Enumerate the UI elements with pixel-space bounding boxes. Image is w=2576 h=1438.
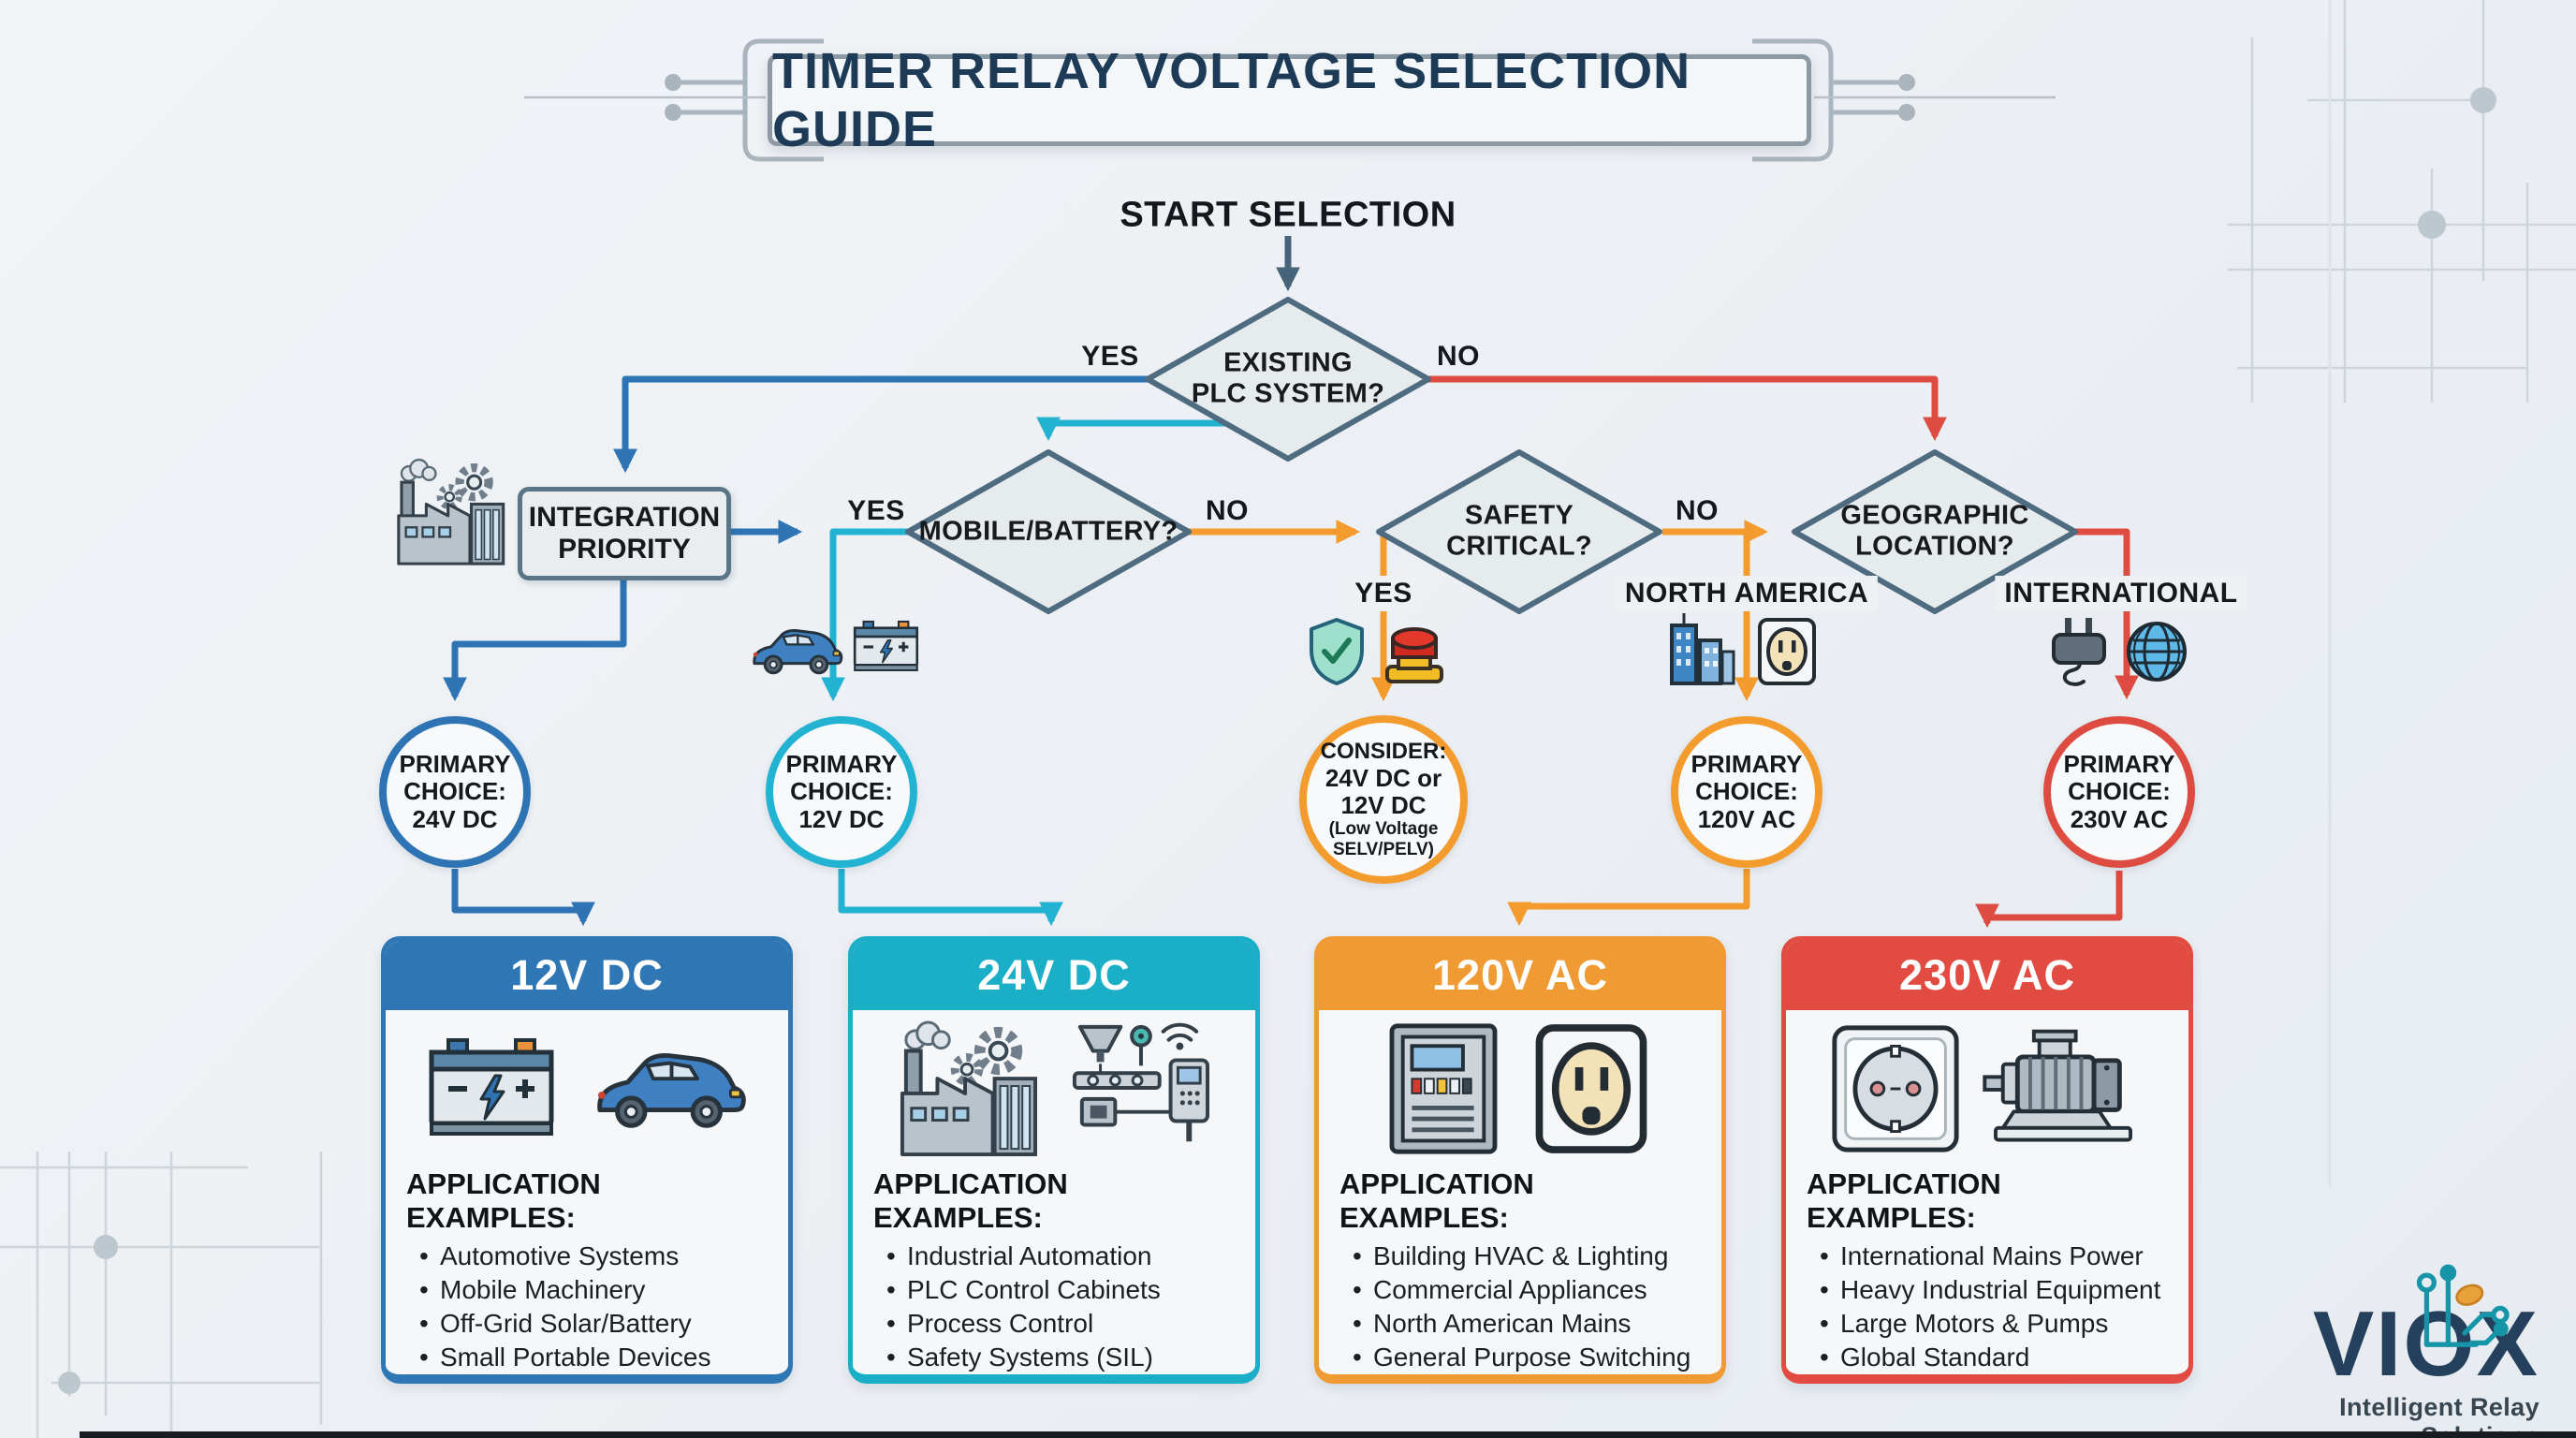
card-24vdc: 24V DC APPLICATION EXAMPLES: Industrial … [848,936,1260,1384]
card-230vac: 230V AC APPLICATION EXAMPLES: Internatio… [1781,936,2193,1384]
list-item: Off-Grid Solar/Battery [406,1308,768,1340]
diamond-mobile-battery [905,449,1192,614]
list-item: Safety Systems (SIL) [873,1342,1235,1373]
plc-yes-label: YES [1081,341,1139,372]
list-item: Large Motors & Pumps [1807,1308,2168,1340]
card-120vac-header: 120V AC [1319,941,1721,1010]
outlet-icon [1529,1020,1654,1157]
examples-label: APPLICATION EXAMPLES: [1339,1167,1534,1234]
connector-c2-card2 [838,869,1063,927]
emergency-stop-icon [1374,618,1455,687]
diamond-safety-critical-label: SAFETY CRITICAL? [1446,500,1592,562]
circuit-traces-bottom-left [0,1152,323,1438]
connector-mobile-yes [821,528,911,702]
examples-list: Automotive Systems Mobile Machinery Off-… [406,1240,768,1374]
list-item: North American Mains [1339,1308,1701,1340]
car-icon [749,620,846,682]
diamond-existing-plc [1145,297,1431,462]
examples-list: Building HVAC & Lighting Commercial Appl… [1339,1240,1701,1374]
examples-list: Industrial Automation PLC Control Cabine… [873,1240,1235,1374]
integration-priority-box: INTEGRATION PRIORITY [518,487,731,580]
choice-circle-230vac: PRIMARY CHOICE: 230V AC [2043,716,2195,868]
choice-circle-consider: CONSIDER: 24V DC or 12V DC (Low Voltage … [1299,715,1468,884]
circuit-traces-top-right [2228,0,2576,403]
connector-plc-to-mobile [1036,417,1228,442]
choice-circle-24vdc: PRIMARY CHOICE: 24V DC [379,716,531,868]
control-panel-icon [1386,1020,1500,1157]
bottom-edge-bar [80,1431,2576,1438]
outlet-icon [1754,616,1820,687]
automation-icon [1061,1020,1219,1158]
list-item: Small Portable Devices [406,1342,768,1373]
mobile-no-label: NO [1206,495,1249,526]
mobile-yes-label: YES [847,495,905,526]
list-item: Mobile Machinery [406,1274,768,1306]
page-title: TIMER RELAY VOLTAGE SELECTION GUIDE [772,43,1691,157]
connector-plc-no [1428,375,1947,442]
card-120vac: 120V AC APPLICATION EXAMPLES: Building H… [1314,936,1726,1384]
car-icon [591,1038,752,1139]
eu-socket-icon [1829,1022,1962,1155]
connector-c1-card1 [451,869,595,927]
connector-plc-yes [613,375,1148,474]
card-24vdc-header: 24V DC [853,941,1255,1010]
plug-icon [2048,614,2112,689]
list-item: Global Standard Applications [1807,1342,2168,1374]
choice-circle-120vac: PRIMARY CHOICE: 120V AC [1671,716,1822,868]
list-item: Commercial Appliances [1339,1274,1701,1306]
connector-integration-down [443,580,627,702]
examples-label: APPLICATION EXAMPLES: [1807,1167,2001,1234]
examples-label: APPLICATION EXAMPLES: [873,1167,1068,1234]
card-12vdc-header: 12V DC [386,941,788,1010]
diamond-safety-critical [1376,449,1662,614]
connector-c4-card3 [1507,869,1750,927]
safety-yes-label: YES [1345,576,1422,611]
list-item: Industrial Automation [873,1240,1235,1272]
start-label: START SELECTION [1120,195,1456,235]
list-item: Automotive Systems [406,1240,768,1272]
title-banner: TIMER RELAY VOLTAGE SELECTION GUIDE [768,43,1811,157]
list-item: General Purpose Switching [1339,1342,1701,1373]
diamond-geographic-location [1792,449,2078,614]
globe-icon [2123,618,2190,685]
examples-list: International Mains Power Heavy Industri… [1807,1240,2168,1374]
brand-logo: VIOX Intelligent Relay Solutions [2242,1298,2539,1438]
factory-icon [388,457,512,567]
safety-no-label: NO [1676,495,1719,526]
connector-c5-card4 [1975,871,2123,929]
shield-check-icon [1306,616,1368,687]
diamond-existing-plc-label: EXISTING PLC SYSTEM? [1191,347,1385,409]
diamond-mobile-battery-label: MOBILE/BATTERY? [918,516,1178,547]
banner-decorations [681,38,1898,162]
plc-no-label: NO [1437,341,1480,372]
list-item: PLC Control Cabinets [873,1274,1235,1306]
diamond-geographic-location-label: GEOGRAPHIC LOCATION? [1840,500,2029,562]
list-item: Building HVAC & Lighting [1339,1240,1701,1272]
choice-circle-12vdc: PRIMARY CHOICE: 12V DC [766,716,917,868]
logo-circuit-icon [2408,1262,2515,1353]
list-item: Process Control [873,1308,1235,1340]
factory-icon [889,1020,1046,1158]
list-item: International Mains Power [1807,1240,2168,1272]
battery-icon [850,610,923,683]
connector-geo-international [2075,528,2139,700]
buildings-icon [1664,609,1737,689]
list-item: Heavy Industrial Equipment [1807,1274,2168,1306]
battery-icon [422,1033,563,1145]
motor-icon [1981,1020,2145,1157]
card-230vac-header: 230V AC [1786,941,2188,1010]
card-12vdc: 12V DC APPLICATION EXAMPLES: Automotive … [381,936,793,1384]
examples-label: APPLICATION EXAMPLES: [406,1167,601,1234]
international-label: INTERNATIONAL [1995,576,2247,611]
north-america-label: NORTH AMERICA [1615,576,1879,611]
